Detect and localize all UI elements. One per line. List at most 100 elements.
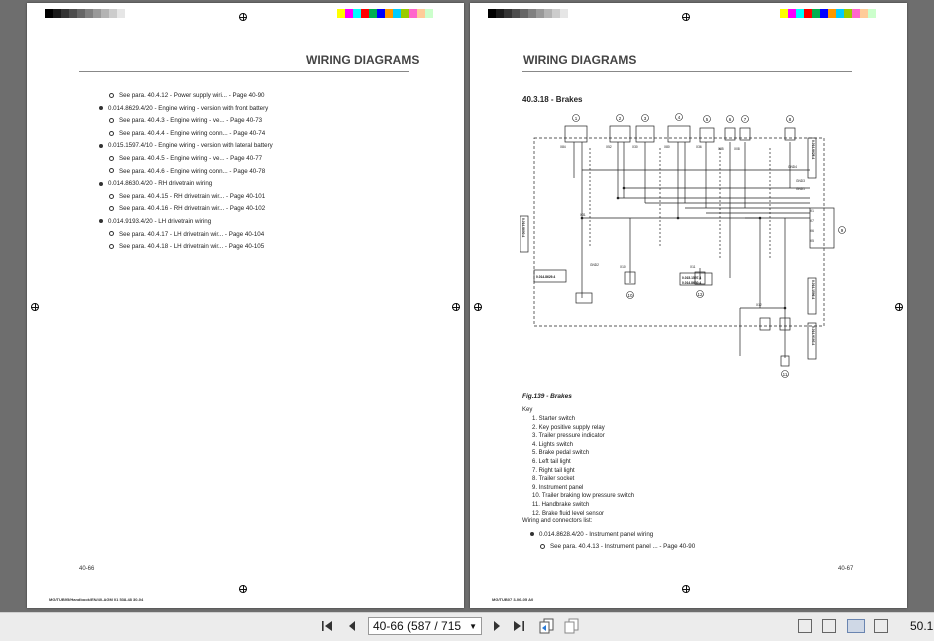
page-footer: MG/TUB95/Handbook/EN/40-AGM 01 538-48 30… [49, 597, 144, 602]
go-back-icon[interactable] [538, 618, 556, 634]
component-number-circle [741, 115, 749, 123]
component-number: 10 [627, 293, 633, 298]
toc-link[interactable]: See para. 40.4.4 - Engine wiring conn...… [109, 130, 265, 138]
connector-label: X1 [810, 209, 814, 213]
component-number-circle [726, 115, 734, 123]
two-page-continuous-view-icon[interactable] [874, 619, 888, 633]
hollow-bullet-icon [109, 92, 114, 98]
color-calibration-bar [780, 9, 876, 18]
toc-text: 0.014.8630.4/20 - RH drivetrain wiring [108, 180, 213, 188]
component-number-circle [616, 114, 624, 122]
next-page-icon[interactable] [490, 618, 504, 634]
key-item: 2. Key positive supply relay [532, 424, 605, 431]
calibration-swatch [69, 9, 77, 18]
toc-text: See para. 40.4.15 - RH drivetrain wir...… [119, 192, 266, 200]
left-page: WIRING DIAGRAMS See para. 40.4.12 - Powe… [27, 3, 464, 608]
calibration-swatch [109, 9, 117, 18]
registration-mark-top [239, 13, 247, 21]
key-item: 5. Brake pedal switch [532, 450, 590, 457]
continuous-view-icon[interactable] [822, 619, 836, 633]
component-number: 6 [729, 117, 732, 122]
toc-text: See para. 40.4.5 - Engine wiring - ve...… [119, 155, 263, 162]
calibration-swatch [401, 9, 409, 18]
registration-mark-right [452, 303, 460, 311]
calibration-swatch [496, 9, 504, 18]
calibration-swatch [836, 9, 844, 18]
bullet-icon [530, 532, 534, 537]
figure-caption: Fig.139 - Brakes [522, 393, 572, 400]
calibration-swatch [796, 9, 804, 18]
toc-text: See para. 40.4.17 - LH drivetrain wir...… [119, 230, 265, 238]
component-number: 12 [697, 292, 703, 297]
key-item: 12. Brake fluid level sensor [532, 510, 605, 517]
connector-label: X35 [718, 147, 724, 151]
toc-text: See para. 40.4.12 - Power supply wiri...… [119, 92, 265, 99]
page-header: WIRING DIAGRAMS [306, 53, 420, 67]
calibration-swatch [504, 9, 512, 18]
component-number: 8 [789, 117, 792, 122]
last-page-icon[interactable] [512, 618, 526, 634]
connector-label: X84 [560, 145, 566, 149]
toc-link[interactable]: See para. 40.4.18 - LH drivetrain wir...… [109, 243, 264, 251]
single-page-view-icon[interactable] [798, 619, 812, 633]
document-viewport[interactable]: WIRING DIAGRAMS See para. 40.4.12 - Powe… [0, 0, 934, 612]
chevron-down-icon: ▼ [469, 621, 477, 631]
component-number: 7 [744, 117, 747, 122]
calibration-swatch [385, 9, 393, 18]
calibration-swatch [377, 9, 385, 18]
toc-link[interactable]: See para. 40.4.5 - Engine wiring - ve...… [109, 155, 262, 163]
calibration-swatch [860, 9, 868, 18]
calibration-swatch [868, 9, 876, 18]
toc-link[interactable]: See para. 40.4.12 - Power supply wiri...… [109, 92, 265, 100]
calibration-swatch [393, 9, 401, 18]
key-item: 7. Right tail light [532, 467, 575, 474]
drawing-code-label: 0.014.1596.4 [811, 280, 815, 299]
component-number: 4 [678, 115, 681, 120]
go-forward-icon[interactable] [563, 618, 581, 634]
key-item: 10. Trailer braking low pressure switch [532, 493, 635, 500]
component-number-circle [786, 115, 794, 123]
component-number: 3 [644, 116, 647, 121]
calibration-swatch [101, 9, 109, 18]
calibration-swatch [45, 9, 53, 18]
toc-text: See para. 40.4.3 - Engine wiring - ve...… [119, 117, 263, 125]
toc-text: See para. 40.4.13 - Instrument panel ...… [550, 543, 696, 550]
two-page-view-icon[interactable] [847, 619, 865, 633]
toc-link[interactable]: See para. 40.4.6 - Engine wiring conn...… [109, 168, 265, 176]
hollow-bullet-icon [109, 193, 114, 199]
calibration-swatch [345, 9, 353, 18]
toc-link[interactable]: See para. 40.4.3 - Engine wiring - ve...… [109, 117, 262, 125]
gray-calibration-bar [488, 9, 568, 18]
hollow-bullet-icon [109, 244, 114, 250]
toc-text: See para. 40.4.6 - Engine wiring conn...… [119, 167, 266, 175]
previous-page-icon[interactable] [345, 618, 359, 634]
connector-label: X10 [620, 265, 626, 269]
toc-text: 0.014.9193.4/20 - LH drivetrain wiring [108, 218, 212, 225]
toc-link[interactable]: See para. 40.4.16 - RH drivetrain wir...… [109, 205, 265, 213]
page-footer: MG/TUB07 3-06-05 A0 [492, 597, 534, 602]
key-label: Key [522, 407, 533, 413]
toc-link[interactable]: See para. 40.4.17 - LH drivetrain wir...… [109, 231, 264, 239]
component-number-circle [641, 114, 649, 122]
component-number-circle [696, 290, 704, 298]
toc-entry: 0.015.1597.4/10 - Engine wiring - versio… [99, 142, 273, 150]
page-header: WIRING DIAGRAMS [523, 53, 637, 67]
calibration-swatch [844, 9, 852, 18]
hollow-bullet-icon [109, 118, 114, 124]
zoom-level: 50.1 [910, 619, 934, 633]
calibration-swatch [512, 9, 520, 18]
key-item: 9. Instrument panel [532, 484, 584, 491]
calibration-swatch [409, 9, 417, 18]
key-item: 6. Left tail light [532, 459, 571, 465]
registration-mark-bottom [239, 585, 247, 593]
bullet-icon [99, 219, 103, 224]
toc-link[interactable]: See para. 40.4.13 - Instrument panel ...… [540, 543, 695, 551]
right-page: WIRING DIAGRAMS 40.3.18 - Brakes [470, 3, 907, 608]
page-number-select[interactable]: 40-66 (587 / 715 ▼ [368, 617, 482, 635]
calibration-swatch [85, 9, 93, 18]
drawing-code-label: 0.015.1597.4 [682, 276, 701, 280]
toc-link[interactable]: See para. 40.4.15 - RH drivetrain wir...… [109, 193, 265, 201]
drawing-code-label: 0.014.8629.4 [536, 275, 555, 279]
calibration-swatch [53, 9, 61, 18]
first-page-icon[interactable] [320, 618, 334, 634]
